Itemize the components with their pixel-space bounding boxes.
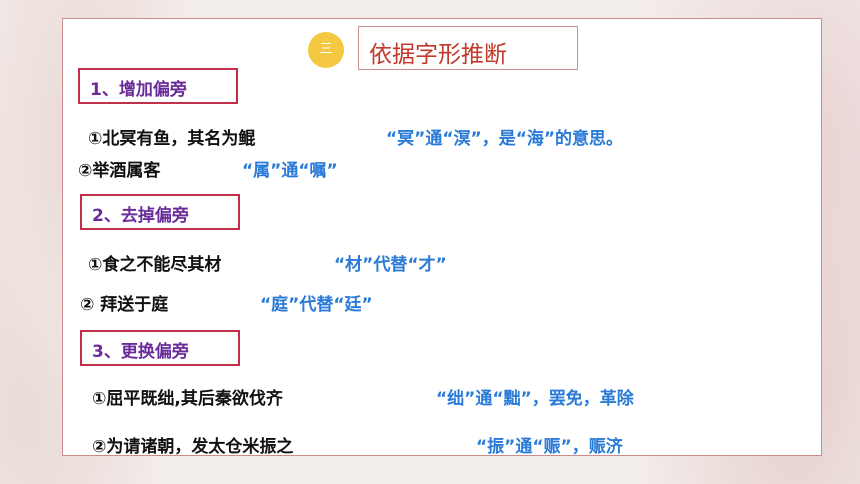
section-label: 1、增加偏旁 — [90, 80, 187, 100]
example-note: “庭”代替“廷” — [260, 295, 373, 315]
example-note: “属”通“嘱” — [242, 161, 338, 181]
example-text: ② 拜送于庭 — [80, 295, 169, 315]
section-number-badge: 三 — [308, 32, 344, 68]
example-text: ②举酒属客 — [78, 161, 161, 181]
example-text: ①北冥有鱼，其名为鲲 — [88, 129, 256, 149]
page-title: 依据字形推断 — [369, 42, 507, 68]
section-heading-2: 2、去掉偏旁 — [80, 194, 240, 230]
example-note: “冥”通“溟”，是“海”的意思。 — [386, 129, 624, 149]
example-note: “材”代替“才” — [334, 255, 447, 275]
section-heading-3: 3、更换偏旁 — [80, 330, 240, 366]
example-text: ①屈平既绌,其后秦欲伐齐 — [92, 389, 283, 409]
section-label: 2、去掉偏旁 — [92, 206, 189, 226]
section-heading-1: 1、增加偏旁 — [78, 68, 238, 104]
title-box: 依据字形推断 — [358, 26, 578, 70]
section-label: 3、更换偏旁 — [92, 342, 189, 362]
example-text: ①食之不能尽其材 — [88, 255, 222, 275]
example-note: “绌”通“黜”，罢免，革除 — [436, 389, 634, 409]
example-note: “振”通“赈”，赈济 — [476, 437, 623, 457]
example-text: ②为请诸朝，发太仓米振之 — [92, 437, 294, 457]
